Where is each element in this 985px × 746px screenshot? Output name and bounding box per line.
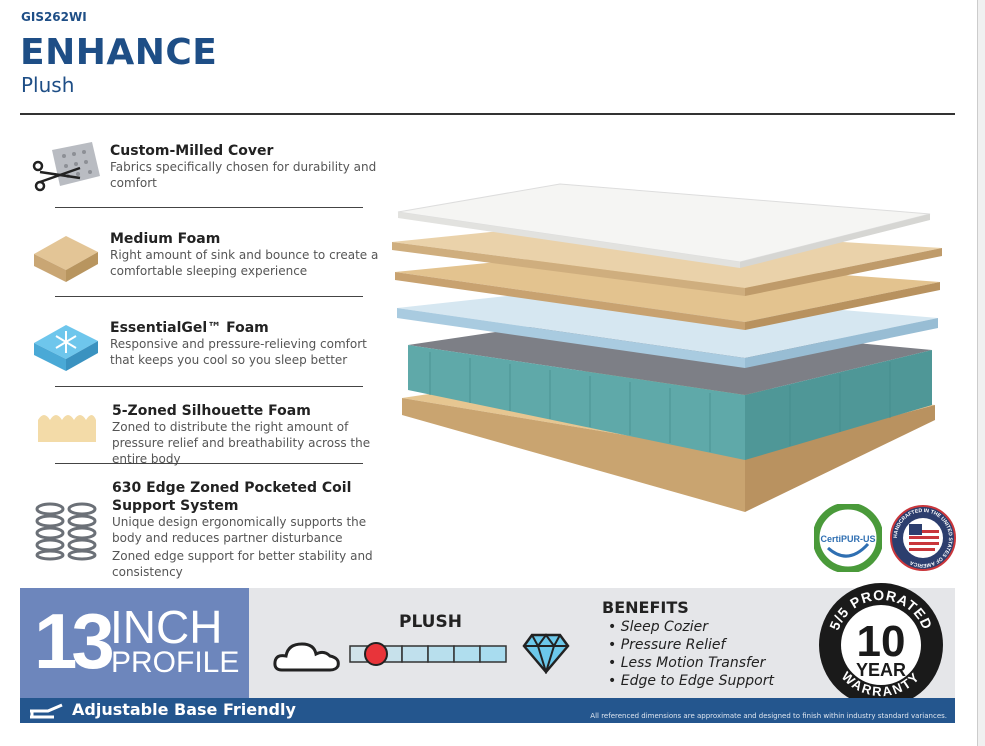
benefit-item: Less Motion Transfer <box>608 654 774 672</box>
page-edge <box>977 0 985 746</box>
benefit-item: Sleep Cozier <box>608 618 774 636</box>
certipur-badge: CertiPUR-US <box>814 504 882 572</box>
feature-coil-system: 630 Edge Zoned Pocketed Coil Support Sys… <box>30 479 390 579</box>
zoned-foam-icon <box>38 415 96 442</box>
benefits-section: BENEFITS Sleep Cozier Pressure Relief Le… <box>602 598 774 690</box>
warranty-unit: YEAR <box>856 660 906 680</box>
footer-bar: Adjustable Base Friendly All referenced … <box>20 698 955 723</box>
svg-text:CertiPUR-US: CertiPUR-US <box>820 534 875 544</box>
feature-gel-foam: EssentialGel™ Foam Responsive and pressu… <box>30 319 390 379</box>
feature-title: Custom-Milled Cover <box>110 143 274 159</box>
disclaimer: All referenced dimensions are approximat… <box>590 712 947 720</box>
header-divider <box>20 113 955 115</box>
feature-title: 5-Zoned Silhouette Foam <box>112 403 311 419</box>
feature-divider <box>55 296 363 297</box>
profile-number: 13 <box>34 597 115 685</box>
feature-desc: Right amount of sink and bounce to creat… <box>110 248 379 278</box>
gel-snowflake-icon <box>34 325 98 371</box>
feature-zoned-foam: 5-Zoned Silhouette Foam Zoned to distrib… <box>30 402 390 466</box>
benefit-item: Edge to Edge Support <box>608 672 774 690</box>
feature-desc: Fabrics specifically chosen for durabili… <box>110 160 377 190</box>
feature-cover: Custom-Milled Cover Fabrics specifically… <box>30 142 390 202</box>
gel-foam-layer <box>397 288 938 358</box>
medium-foam-layer <box>395 255 940 322</box>
cloud-icon <box>273 642 340 672</box>
product-subtitle: Plush <box>21 73 75 97</box>
scale-segment <box>401 645 429 663</box>
profile-unit: INCH <box>110 601 223 653</box>
profile-block: 13 INCH PROFILE <box>20 588 249 698</box>
scissors-fabric-icon <box>32 142 100 192</box>
profile-label: PROFILE <box>111 646 240 679</box>
warranty-number: 10 <box>857 617 906 666</box>
feature-divider <box>55 463 363 464</box>
foam-block-icon <box>34 236 98 282</box>
feature-desc-2: Zoned edge support for better stability … <box>112 549 373 579</box>
usa-handcrafted-badge: HANDCRAFTED IN THE UNITED STATES OF AMER… <box>890 505 956 571</box>
feature-divider <box>55 386 363 387</box>
coil-icon <box>35 502 97 561</box>
feature-divider <box>55 207 363 208</box>
feature-title: 630 Edge Zoned Pocketed Coil Support Sys… <box>112 480 352 514</box>
adjustable-bed-icon <box>30 703 63 719</box>
feature-medium-foam: Medium Foam Right amount of sink and bou… <box>30 230 390 290</box>
scale-segment <box>479 645 507 663</box>
benefits-title: BENEFITS <box>602 598 689 617</box>
sku: GIS262WI <box>21 10 87 24</box>
product-title: ENHANCE <box>20 32 218 73</box>
feature-desc: Responsive and pressure-relieving comfor… <box>110 337 367 367</box>
comfort-label: PLUSH <box>399 612 462 632</box>
mattress-layers-illustration <box>392 183 942 512</box>
warranty-seal: 10 YEAR 5/5 PRORATED WARRANTY <box>819 583 943 707</box>
benefit-item: Pressure Relief <box>608 636 774 654</box>
feature-desc: Unique design ergonomically supports the… <box>112 515 367 545</box>
feature-title: Medium Foam <box>110 231 221 247</box>
scale-segment <box>427 645 455 663</box>
scale-segment <box>453 645 481 663</box>
feature-title: EssentialGel™ Foam <box>110 320 269 336</box>
adjustable-base-label: Adjustable Base Friendly <box>72 700 296 719</box>
firmness-marker <box>364 642 388 666</box>
diamond-icon <box>522 633 570 674</box>
feature-desc: Zoned to distribute the right amount of … <box>112 420 371 466</box>
firmness-scale <box>349 642 507 666</box>
